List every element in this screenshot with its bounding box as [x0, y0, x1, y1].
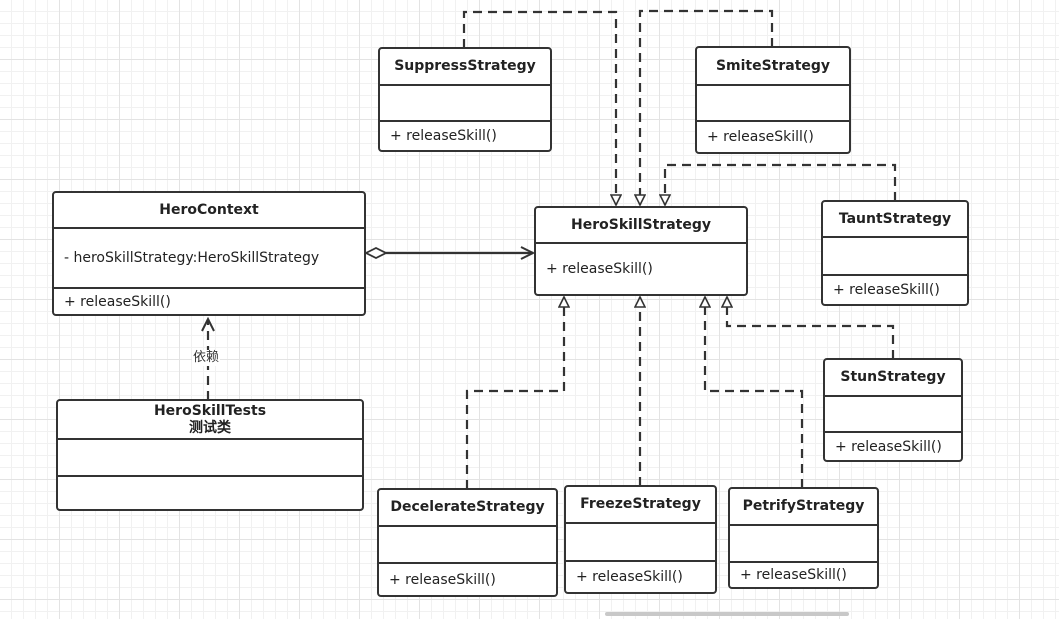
class-decelerate-strategy[interactable]: DecelerateStrategy + releaseSkill()	[377, 488, 558, 597]
class-attributes	[823, 238, 967, 276]
class-operations	[58, 477, 362, 509]
class-name: HeroSkillStrategy	[536, 208, 746, 244]
class-petrify-strategy[interactable]: PetrifyStrategy + releaseSkill()	[728, 487, 879, 589]
edge-stun-realization	[727, 297, 895, 359]
class-operations: + releaseSkill()	[576, 569, 683, 585]
class-operations: + releaseSkill()	[390, 128, 497, 144]
class-name: SuppressStrategy	[380, 49, 550, 86]
class-stereotype: 测试类	[189, 419, 231, 436]
aggregation-diamond	[363, 246, 389, 260]
class-operations: + releaseSkill()	[546, 261, 653, 277]
dependency-label: 依赖	[192, 350, 221, 366]
edge-suppress-realization	[462, 10, 616, 205]
class-operations: + releaseSkill()	[833, 282, 940, 298]
class-title-block: HeroSkillTests 测试类	[58, 401, 362, 440]
class-name: DecelerateStrategy	[379, 490, 556, 527]
class-taunt-strategy[interactable]: TauntStrategy + releaseSkill()	[821, 200, 969, 306]
class-smite-strategy[interactable]: SmiteStrategy + releaseSkill()	[695, 46, 851, 154]
class-hero-skill-tests[interactable]: HeroSkillTests 测试类	[56, 399, 364, 511]
class-attributes	[58, 440, 362, 477]
class-name: FreezeStrategy	[566, 487, 715, 524]
class-name: StunStrategy	[825, 360, 961, 397]
edge-decelerate-realization	[465, 297, 564, 489]
class-suppress-strategy[interactable]: SuppressStrategy + releaseSkill()	[378, 47, 552, 152]
class-hero-context[interactable]: HeroContext - heroSkillStrategy:HeroSkil…	[52, 191, 366, 316]
class-attributes	[380, 86, 550, 122]
edge-taunt-realization	[665, 163, 897, 205]
class-operations: + releaseSkill()	[389, 571, 496, 588]
horizontal-scrollbar[interactable]	[605, 612, 849, 616]
class-operations: + releaseSkill()	[707, 129, 814, 145]
class-name: HeroContext	[54, 193, 364, 229]
class-name: SmiteStrategy	[697, 48, 849, 86]
class-attributes	[730, 526, 877, 563]
class-operations: + releaseSkill()	[740, 567, 847, 583]
class-operations: + releaseSkill()	[64, 293, 171, 310]
interface-hero-skill-strategy[interactable]: HeroSkillStrategy + releaseSkill()	[534, 206, 748, 296]
class-name: TauntStrategy	[823, 202, 967, 238]
edge-petrify-realization	[705, 297, 804, 488]
class-attributes	[825, 397, 961, 433]
class-name: PetrifyStrategy	[730, 489, 877, 526]
class-name: HeroSkillTests	[153, 402, 267, 419]
edge-smite-realization	[640, 9, 774, 205]
class-attributes	[566, 524, 715, 562]
class-freeze-strategy[interactable]: FreezeStrategy + releaseSkill()	[564, 485, 717, 594]
class-attributes	[697, 86, 849, 122]
class-operations: + releaseSkill()	[835, 438, 942, 455]
class-attributes: - heroSkillStrategy:HeroSkillStrategy	[54, 229, 364, 289]
class-stun-strategy[interactable]: StunStrategy + releaseSkill()	[823, 358, 963, 462]
class-attributes	[379, 527, 556, 564]
